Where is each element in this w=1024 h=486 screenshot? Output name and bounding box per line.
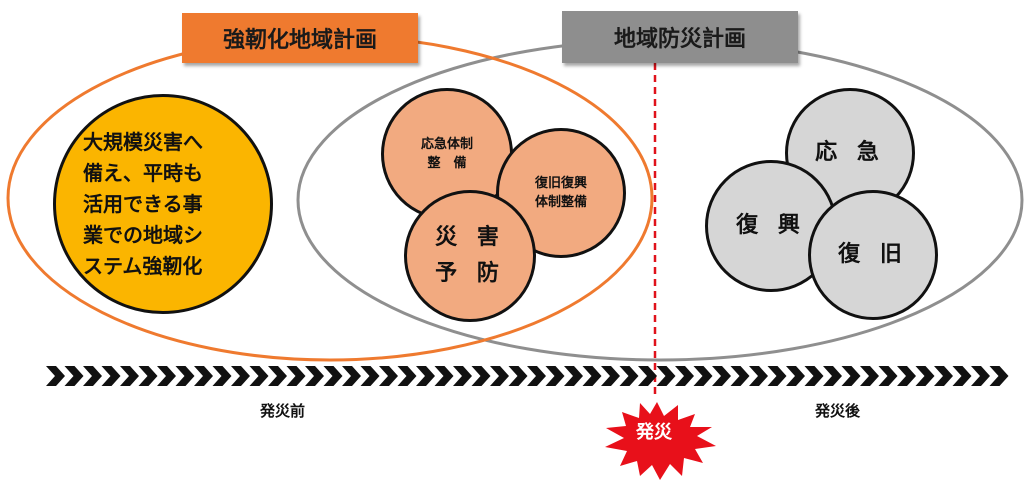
timeline-chevron <box>915 366 935 386</box>
timeline-chevron <box>749 366 768 386</box>
timeline-chevron <box>897 366 916 386</box>
timeline-chevron <box>453 366 472 386</box>
resilience-goal-circle: 大規模災害へ 備え、平時も 活用できる事 業での地域シ ステム強靭化 <box>53 94 273 314</box>
timeline-chevron <box>342 366 361 386</box>
timeline-arrow <box>46 366 1009 386</box>
timeline-chevron <box>878 366 898 386</box>
timeline-chevron <box>786 366 805 386</box>
circle-line: 復旧復興 <box>534 176 587 191</box>
timeline-chevron <box>823 366 842 386</box>
after-disaster-label: 発災後 <box>815 402 861 420</box>
goal-line: ステム強靭化 <box>83 253 203 278</box>
timeline-chevron <box>841 366 861 386</box>
timeline-chevron <box>656 366 676 386</box>
timeline-chevron <box>545 366 565 386</box>
timeline-chevron <box>527 366 546 386</box>
timeline-chevron <box>305 366 324 386</box>
disaster-event-label: 発災 <box>636 422 672 443</box>
goal-line: 備え、平時も <box>83 160 203 185</box>
timeline-chevron <box>138 366 158 386</box>
timeline-chevron <box>619 366 639 386</box>
timeline-chevron <box>157 366 176 386</box>
timeline-chevron <box>323 366 343 386</box>
timeline-chevron <box>934 366 953 386</box>
circle-line: 体制整備 <box>534 195 587 210</box>
timeline-chevron <box>693 366 713 386</box>
timeline-chevron <box>564 366 583 386</box>
resilience-plan-header: 強靭化地域計画 <box>182 13 418 63</box>
timeline-chevron <box>582 366 602 386</box>
timeline-chevron <box>397 366 417 386</box>
timeline-chevron <box>767 366 787 386</box>
timeline-chevron <box>83 366 102 386</box>
circle-line: 整 備 <box>427 156 467 171</box>
timeline-chevron <box>712 366 731 386</box>
timeline-chevron <box>675 366 694 386</box>
timeline-chevron <box>379 366 398 386</box>
timeline-chevron <box>268 366 287 386</box>
timeline-chevron <box>286 366 306 386</box>
timeline-chevron <box>860 366 879 386</box>
goal-line: 大規模災害へ <box>83 129 203 154</box>
timeline-chevron <box>601 366 620 386</box>
circle-line: 応急体制 <box>420 137 473 152</box>
timeline-chevron <box>490 366 509 386</box>
timeline-chevron <box>360 366 380 386</box>
timeline-chevron <box>804 366 824 386</box>
timeline-chevron <box>952 366 972 386</box>
goal-line: 業での地域シ <box>83 222 203 247</box>
goal-line: 活用できる事 <box>83 191 203 216</box>
timeline-chevron <box>471 366 491 386</box>
timeline-chevron <box>231 366 250 386</box>
timeline-chevron <box>120 366 139 386</box>
circle-line: 予 防 <box>435 261 505 286</box>
timeline-chevron <box>416 366 435 386</box>
timeline-chevron <box>989 366 1009 386</box>
recovery-system-circle: 復旧復興 体制整備 <box>496 128 626 258</box>
disaster-burst-icon <box>605 402 716 480</box>
recovery-circle: 復 旧 <box>808 190 938 320</box>
timeline-chevron <box>101 366 121 386</box>
timeline-chevron <box>971 366 990 386</box>
disaster-plan-header: 地域防災計画 <box>562 11 798 63</box>
before-disaster-label: 発災前 <box>260 402 306 420</box>
timeline-chevron <box>212 366 232 386</box>
timeline-chevron <box>175 366 195 386</box>
timeline-chevron <box>194 366 213 386</box>
timeline-chevron <box>434 366 454 386</box>
prevention-circle: 災 害 予 防 <box>404 190 536 322</box>
timeline-chevron <box>249 366 269 386</box>
timeline-chevron <box>46 366 65 386</box>
timeline-chevron <box>64 366 84 386</box>
circle-line: 災 害 <box>435 225 505 250</box>
timeline-chevron <box>508 366 528 386</box>
timeline-chevron <box>730 366 750 386</box>
timeline-chevron <box>638 366 657 386</box>
